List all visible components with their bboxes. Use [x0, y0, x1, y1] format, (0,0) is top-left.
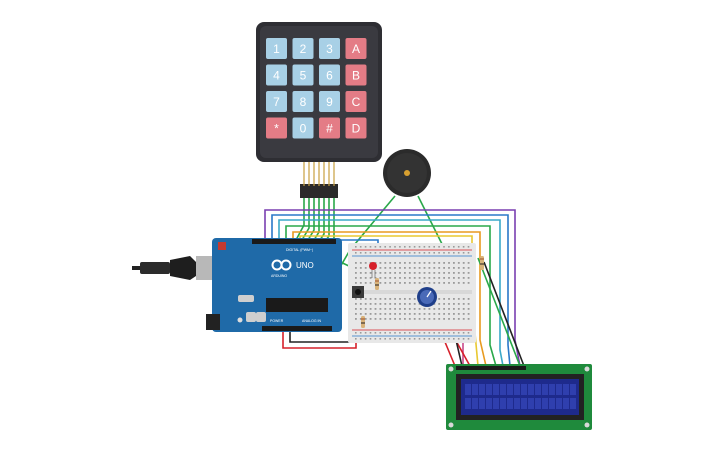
arduino-logo-text: UNO [296, 261, 314, 270]
resistor-lcd [480, 256, 484, 270]
key-label: C [352, 95, 361, 109]
resistor-led [375, 278, 379, 290]
keypad-connector [300, 162, 338, 198]
key-label: 2 [300, 42, 307, 56]
key-*[interactable]: * [266, 117, 287, 139]
push-button[interactable] [352, 286, 364, 298]
key-label: 0 [300, 122, 307, 136]
key-#[interactable]: # [319, 117, 340, 139]
key-3[interactable]: 3 [319, 38, 340, 59]
key-label: 1 [273, 42, 280, 56]
key-B[interactable]: B [345, 64, 367, 86]
key-2[interactable]: 2 [292, 38, 314, 59]
digital-label: DIGITAL (PWM~) [286, 248, 313, 252]
key-5[interactable]: 5 [292, 64, 314, 86]
arduino-board [212, 238, 342, 332]
key-label: 4 [273, 69, 280, 83]
key-label: 6 [326, 69, 333, 83]
power-label: POWER [270, 319, 284, 323]
arduino-logo-icon [271, 259, 292, 271]
key-A[interactable]: A [345, 38, 367, 59]
key-6[interactable]: 6 [319, 64, 340, 86]
key-C[interactable]: C [345, 91, 367, 112]
reset-button[interactable] [218, 242, 226, 250]
breadboard[interactable] [348, 243, 476, 343]
key-label: 8 [300, 95, 307, 109]
key-label: 3 [326, 42, 333, 56]
key-label: 9 [326, 95, 333, 109]
arduino-uno[interactable]: UNO ARDUINO DIGITAL (PWM~) POWER ANALOG … [132, 238, 342, 332]
lcd-16x2[interactable] [446, 364, 592, 430]
analog-label: ANALOG IN [302, 319, 322, 323]
key-label: # [326, 122, 333, 136]
key-label: 7 [273, 95, 280, 109]
piezo-buzzer[interactable] [383, 149, 431, 197]
key-4[interactable]: 4 [266, 64, 287, 86]
key-label: * [274, 122, 279, 136]
usb-cable [132, 266, 146, 270]
key-9[interactable]: 9 [319, 91, 340, 112]
key-7[interactable]: 7 [266, 91, 287, 112]
arduino-brand-text: ARDUINO [271, 274, 287, 278]
atmega-chip [266, 298, 328, 312]
potentiometer[interactable] [417, 287, 437, 307]
key-8[interactable]: 8 [292, 91, 314, 112]
key-1[interactable]: 1 [266, 38, 287, 59]
keypad[interactable]: 1 2 3 A 4 5 6 B 7 8 9 C * 0 # D [256, 22, 382, 162]
resistor-button [361, 316, 365, 328]
red-led[interactable] [369, 262, 377, 278]
key-label: B [352, 69, 360, 83]
key-label: A [352, 42, 360, 56]
key-label: D [352, 122, 361, 136]
key-D[interactable]: D [345, 117, 367, 139]
key-0[interactable]: 0 [292, 117, 314, 139]
key-label: 5 [300, 69, 307, 83]
